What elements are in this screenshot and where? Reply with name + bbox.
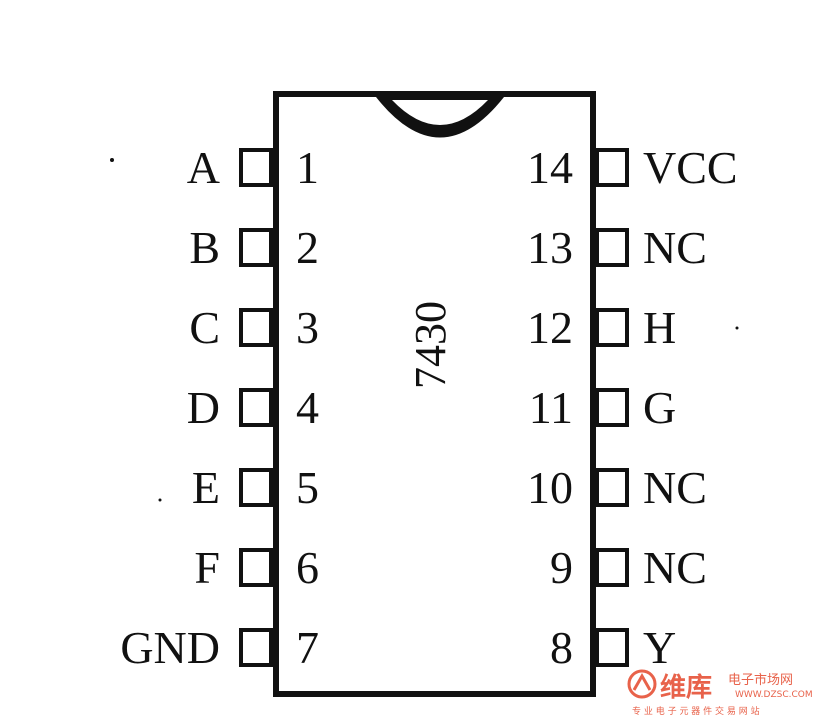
pin-pad xyxy=(595,148,629,187)
left-pin: 3C xyxy=(189,302,319,353)
pin-label: A xyxy=(187,142,220,193)
left-pin: 7 GND xyxy=(120,622,319,673)
watermark-slogan: 专 业 电 子 元 器 件 交 易 网 站 xyxy=(632,705,760,717)
pin-number: 6 xyxy=(296,542,319,593)
watermark-tagline: 电子市场网 xyxy=(728,672,793,688)
right-pin: 14 VCC xyxy=(527,142,738,193)
pin-pad xyxy=(239,548,273,587)
ic-body xyxy=(273,91,596,697)
pin-label: Y xyxy=(643,622,676,673)
pin-number: 1 xyxy=(296,142,319,193)
pin-pad xyxy=(595,548,629,587)
pin-pad xyxy=(239,148,273,187)
pin-number: 14 xyxy=(527,142,573,193)
pin-number: 13 xyxy=(527,222,573,273)
watermark-brand: 维库 xyxy=(660,672,712,703)
pin-pad xyxy=(595,468,629,507)
pin-label: VCC xyxy=(643,142,738,193)
watermark-url: WWW.DZSC.COM xyxy=(735,690,813,700)
pin-number: 9 xyxy=(550,542,573,593)
pin-label: NC xyxy=(643,462,707,513)
pin-number: 12 xyxy=(527,302,573,353)
pin-label: NC xyxy=(643,222,707,273)
pin-label: D xyxy=(187,382,220,433)
speck xyxy=(158,498,162,502)
pin-label: F xyxy=(194,542,220,593)
pin-label: B xyxy=(189,222,220,273)
left-pin: 4D xyxy=(187,382,319,433)
pin-pad xyxy=(239,228,273,267)
pin-pad xyxy=(239,388,273,427)
pin-number: 2 xyxy=(296,222,319,273)
pin-number: 4 xyxy=(296,382,319,433)
watermark: 维库 电子市场网 WWW.DZSC.COM 专 业 电 子 元 器 件 交 易 … xyxy=(627,669,813,717)
speck xyxy=(735,326,739,330)
pin-number: 5 xyxy=(296,462,319,513)
right-pin: 11 G xyxy=(529,382,677,433)
pin-number: 8 xyxy=(550,622,573,673)
left-pin: 6F xyxy=(194,542,319,593)
pin-label: C xyxy=(189,302,220,353)
watermark-logo-icon xyxy=(627,669,657,699)
pin-number: 11 xyxy=(529,382,573,433)
right-pin: 12 H xyxy=(527,302,676,353)
pin-pad xyxy=(595,628,629,667)
pin-label: NC xyxy=(643,542,707,593)
left-pin: 2B xyxy=(189,222,319,273)
pin-pad xyxy=(595,228,629,267)
left-pin: 5E xyxy=(192,462,319,513)
pin-pad xyxy=(239,628,273,667)
right-pin: 9 NC xyxy=(550,542,707,593)
orientation-notch-inner xyxy=(392,100,488,125)
right-pin: 13 NC xyxy=(527,222,707,273)
watermark-logo-mark xyxy=(632,672,652,691)
pin-pad xyxy=(595,308,629,347)
pin-number: 3 xyxy=(296,302,319,353)
part-number: 7430 xyxy=(406,301,455,389)
pin-number: 7 xyxy=(296,622,319,673)
pin-label: E xyxy=(192,462,220,513)
left-pin: 1A xyxy=(187,142,319,193)
pin-pad xyxy=(239,468,273,507)
speck xyxy=(110,158,114,162)
pin-label: GND xyxy=(120,622,220,673)
right-pin: 10 NC xyxy=(527,462,707,513)
pin-pad xyxy=(595,388,629,427)
pin-pad xyxy=(239,308,273,347)
pin-label: H xyxy=(643,302,676,353)
pin-label: G xyxy=(643,382,676,433)
pin-number: 10 xyxy=(527,462,573,513)
